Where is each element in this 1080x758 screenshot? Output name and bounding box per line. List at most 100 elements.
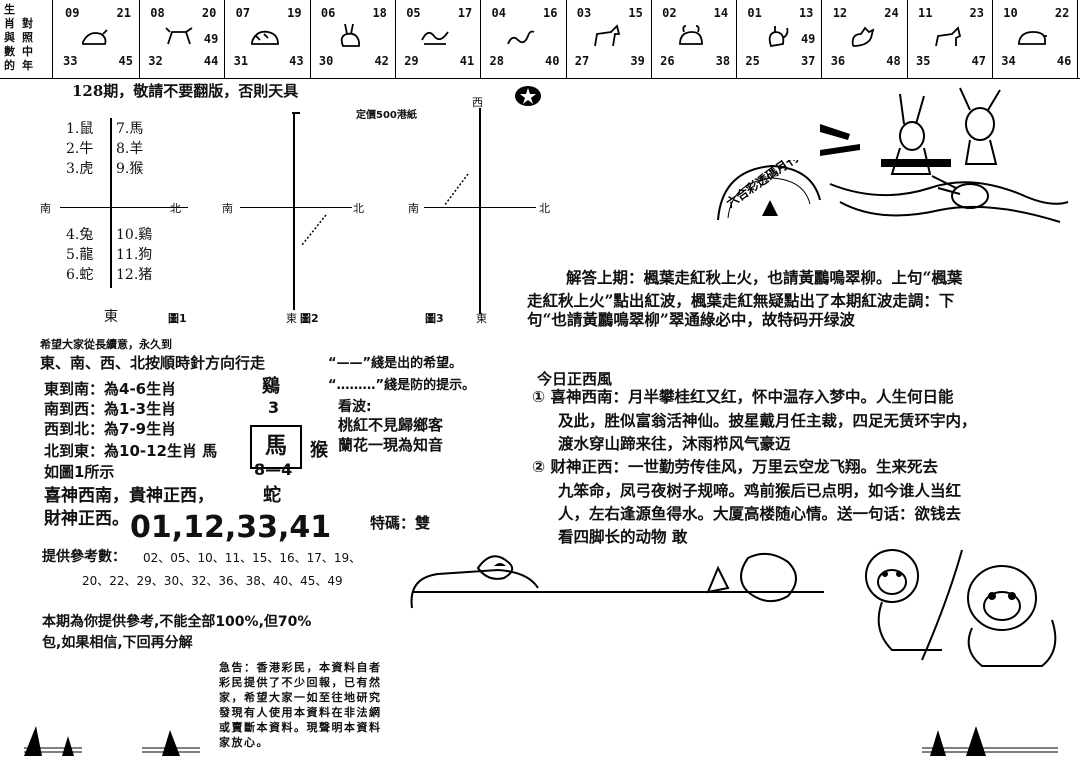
today-p1-line-1: ① 喜神西南：月半攀桂红又红，怀中温存入梦中。人生何日能 (532, 388, 954, 406)
poem-line-1: 桃紅不見歸鄉客 (338, 416, 444, 434)
zodiac-number: 21 (116, 6, 131, 20)
zodiac-number: 35 (916, 54, 931, 68)
zodiac-number: 15 (628, 6, 643, 20)
zodiac-monkey: 9.猴 (116, 161, 144, 177)
zodiac-rabbit: 4.兔 (66, 227, 94, 243)
price-label: 定價500港紙 (356, 110, 417, 121)
zodiac-number: 11 (918, 6, 933, 20)
diagram3-east-label: 東 (476, 312, 487, 325)
compass-right-monkey: 猴 (310, 440, 328, 461)
pig-icon (1018, 31, 1048, 45)
zodiac-number: 38 (715, 54, 731, 68)
strip-side-label: 生 肖 與 數 的 對 照 中 年 (0, 0, 53, 78)
rabbit-icon (340, 24, 360, 47)
dragon-icon (421, 31, 449, 45)
side-char: 照 (22, 31, 33, 44)
rule-row-south-west: 南到西：為1-3生肖 (44, 400, 177, 418)
notice-line: 家，希望大家一如至往地研究 (219, 691, 382, 704)
diagram1-caption: 圖1 (168, 312, 187, 325)
zodiac-number: 47 (971, 54, 986, 68)
gods-line-2: 財神正西。 (44, 509, 129, 529)
compass-number-3: 3 (268, 398, 280, 417)
side-char: 對 (22, 17, 33, 30)
monkeys-cartoon-illustration (865, 549, 1057, 667)
star-emblem-icon (515, 86, 541, 106)
tiger-icon (250, 30, 279, 45)
zodiac-number: 44 (203, 54, 219, 68)
notice-line: 彩民提供了不少回報，已有然 (219, 676, 382, 689)
zodiac-number: 23 (969, 6, 984, 20)
notice-line: 急告：香港彩民，本資料自者 (219, 661, 382, 674)
gods-line-1: 喜神西南，貴神正西， (44, 486, 214, 506)
compass-bottom-snake: 蛇 (263, 485, 281, 506)
zodiac-number: 19 (287, 6, 302, 20)
compass-center-horse: 馬 (264, 434, 287, 459)
zodiac-number: 24 (884, 6, 899, 20)
zodiac-number: 10 (1003, 6, 1018, 20)
poem-line-2: 蘭花一現為知音 (338, 436, 444, 454)
zodiac-number: 45 (118, 54, 133, 68)
answer-line-1: 解答上期：楓葉走紅秋上火，也請黃鸝鳴翠柳。上句“楓葉 (566, 268, 963, 287)
side-char: 的 (4, 59, 15, 72)
zodiac-ox: 2.牛 (66, 141, 94, 157)
zodiac-number: 30 (318, 54, 334, 68)
notice-line: 發現有人使用本資料在非法網 (219, 706, 382, 719)
zodiac-number: 05 (406, 6, 421, 20)
rule-line: 東、南、西、北按順時針方向行走 (40, 354, 266, 372)
reference-row-2: 20、22、29、30、32、36、38、40、45、49 (82, 574, 343, 588)
diagram3-west-label: 西 (472, 96, 483, 109)
zodiac-number: 26 (660, 54, 675, 68)
zodiac-number: 27 (574, 54, 590, 68)
issue-line: 128期，敬請不要翻版，否則天具 (72, 82, 299, 100)
zodiac-snake: 6.蛇 (66, 267, 94, 283)
zodiac-cell: 12 24 36 48 (823, 0, 908, 78)
dog-icon (935, 26, 962, 47)
side-char: 與 (4, 31, 15, 44)
notice-line: 家放心。 (219, 736, 269, 749)
side-char: 生 (4, 3, 15, 16)
diagram2-top-tick (292, 112, 300, 114)
zodiac-number: 01 (747, 6, 762, 20)
today-p1-line-3: 渡水穿山蹄来往，沐雨栉风气豪迈 (558, 435, 791, 453)
zodiac-number: 12 (832, 6, 848, 20)
zodiac-number: 18 (372, 6, 387, 20)
zodiac-number: 08 (150, 6, 165, 20)
zodiac-number: 02 (662, 6, 677, 20)
wish-line: 希望大家從長續意，永久到 (40, 338, 172, 351)
solid-line-legend: “——”綫是出的希望。 (328, 356, 463, 371)
rule-row-east-south: 東到南：為4-6生肖 (44, 380, 177, 398)
zodiac-number: 34 (1001, 54, 1016, 68)
diagram3-horizontal-axis (424, 207, 536, 208)
diagram2-south-label: 南 (222, 202, 233, 215)
compass-center-box: 馬 (250, 425, 302, 469)
special-code: 特碼：雙 (370, 514, 431, 532)
side-char: 年 (22, 59, 33, 72)
zodiac-number: 36 (830, 54, 846, 68)
zodiac-number: 37 (800, 54, 816, 68)
rabbits-cartoon-illustration (820, 87, 1069, 223)
diagram1-vertical-axis (110, 118, 112, 288)
zodiac-number: 06 (320, 6, 336, 20)
zodiac-number: 39 (630, 54, 645, 68)
side-char: 肖 (4, 17, 15, 30)
zodiac-rooster: 10.鷄 (116, 227, 153, 243)
zodiac-tiger: 3.虎 (66, 161, 94, 177)
zodiac-number: 29 (404, 54, 419, 68)
zodiac-cell: 11 23 35 47 (908, 0, 993, 78)
zodiac-number: 17 (457, 6, 473, 20)
answer-line-2: 走紅秋上火”點出紅波，楓葉走紅無疑點出了本期紅波走調：下 (527, 291, 955, 310)
diagram1-north-label: 北 (170, 202, 181, 215)
diagram1-horizontal-axis (60, 207, 188, 208)
diagram3-dotted-path (443, 173, 469, 207)
zodiac-dragon: 5.龍 (66, 247, 94, 263)
horse-icon (593, 24, 620, 47)
zodiac-number: 16 (543, 6, 558, 20)
zodiac-goat: 8.羊 (116, 141, 144, 157)
diagram3-north-label: 北 (539, 202, 550, 215)
diagram1-east-label: 東 (104, 309, 118, 325)
zodiac-number: 48 (886, 54, 901, 68)
bottom-right-decoration (922, 726, 1058, 756)
